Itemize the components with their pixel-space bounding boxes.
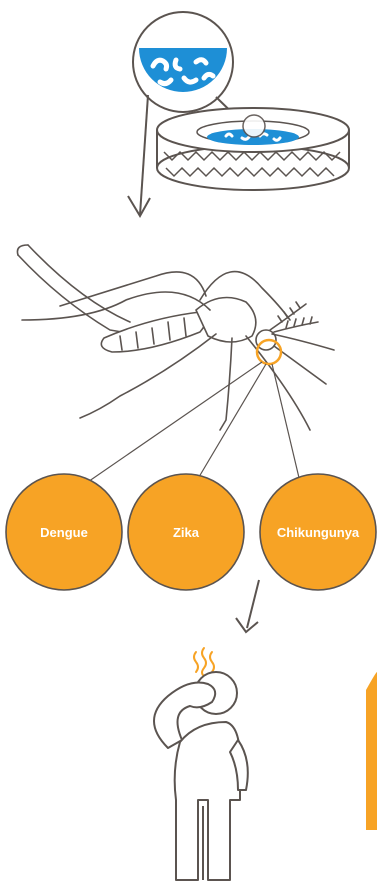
disease-chikungunya: Chikungunya	[260, 474, 376, 590]
disease-label: Zika	[173, 525, 200, 540]
mosquito-icon	[17, 245, 334, 430]
disease-label: Dengue	[40, 525, 88, 540]
disease-label: Chikungunya	[277, 525, 360, 540]
disease-connectors	[82, 362, 300, 486]
arrow-down-icon	[128, 95, 150, 216]
tire-with-water-icon	[157, 108, 349, 190]
arrow-down-icon	[236, 580, 259, 632]
disease-zika: Zika	[128, 474, 244, 590]
disease-dengue: Dengue	[6, 474, 122, 590]
sick-person-icon	[154, 672, 248, 880]
orange-edge-shape	[366, 672, 377, 830]
